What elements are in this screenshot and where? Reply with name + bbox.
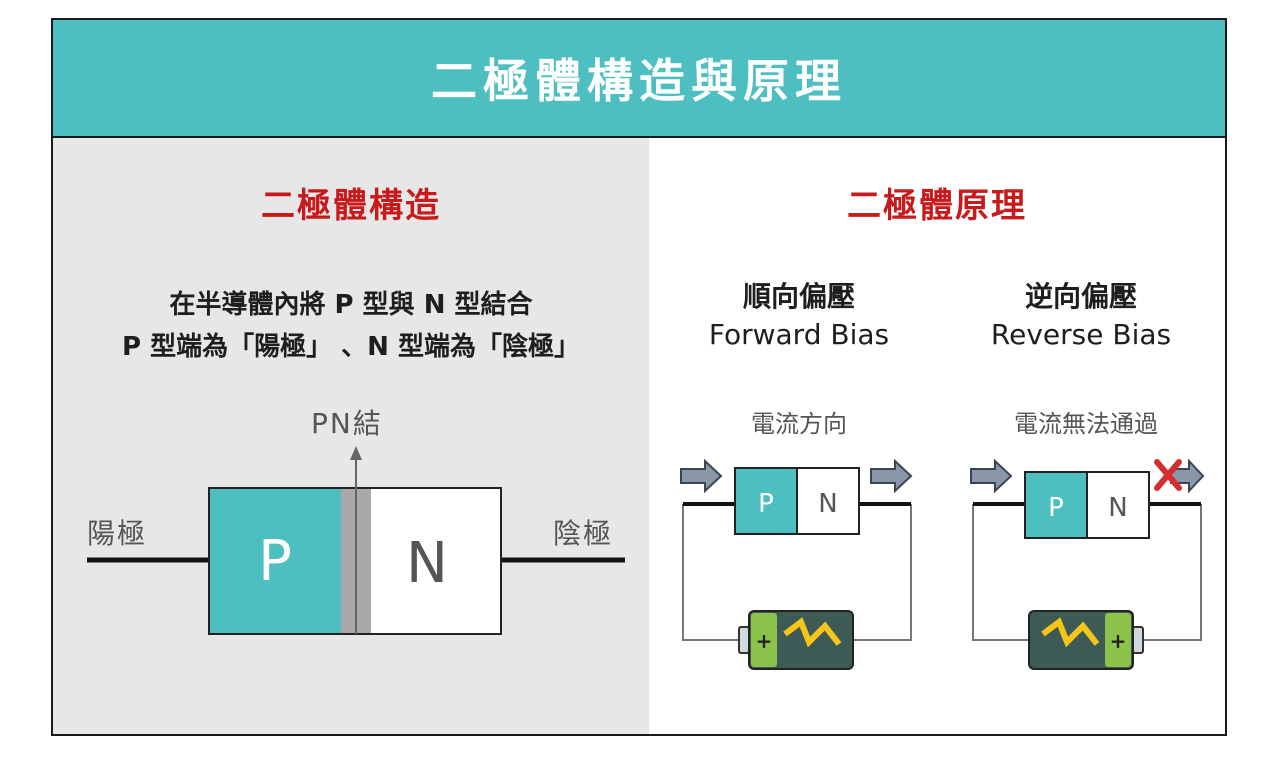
reverse-bias-title-en: Reverse Bias [990,318,1172,351]
reverse-battery-bolt [1041,617,1100,648]
structure-description-line2: P 型端為「陽極」 、N 型端為「陰極」 [122,332,580,362]
forward-battery-bolt [783,617,842,648]
structure-description-line1: 在半導體內將 P 型與 N 型結合 [169,290,533,320]
p-region-label: P [258,529,292,594]
forward-bias-title-zh: 順向偏壓 [742,280,855,313]
forward-p-label: P [758,489,774,519]
forward-wire-left [682,504,749,641]
forward-bias-title: 順向偏壓 Forward Bias [679,278,919,354]
structure-panel: 二極體構造 在半導體內將 P 型與 N 型結合 P 型端為「陽極」 、N 型端為… [53,138,649,734]
reverse-p-label: P [1048,493,1064,523]
principle-panel: 二極體原理 順向偏壓 Forward Bias 電流方向 逆向偏壓 Revers… [649,138,1225,734]
reverse-bias-title-zh: 逆向偏壓 [1024,280,1137,313]
forward-p-region [734,467,798,535]
page-title: 二極體構造與原理 [431,54,847,108]
reverse-current-label: 電流無法通過 [1014,410,1158,438]
reverse-wire-left [972,504,1031,641]
header-banner: 二極體構造與原理 [53,20,1225,138]
forward-arrow-out [870,458,913,494]
reverse-battery-plus: + [1110,629,1127,653]
diagram-frame: 二極體構造與原理 二極體構造 在半導體內將 P 型與 N 型結合 P 型端為「陽… [51,18,1227,736]
junction-pointer-arrow [350,446,362,460]
forward-arrow-in [680,458,723,494]
forward-bias-circuit: P N + [680,458,913,670]
reverse-bias-title: 逆向偏壓 Reverse Bias [961,278,1201,354]
forward-n-region [796,467,860,535]
forward-bias-title-en: Forward Bias [708,318,890,351]
forward-current-label: 電流方向 [751,410,847,438]
n-region [371,488,501,634]
forward-battery: + [738,610,854,670]
forward-wire-right [849,504,912,641]
diode-structure-diagram: P N [87,446,625,635]
reverse-n-label: N [1108,493,1127,523]
reverse-battery: + [1028,610,1144,670]
anode-label: 陽極 [87,517,148,550]
blocked-cross-icon [1154,459,1182,491]
cathode-label: 陰極 [553,517,614,550]
reverse-wire-right [1141,504,1202,641]
structure-title: 二極體構造 [261,186,441,226]
reverse-arrow-in [970,458,1013,494]
pn-junction-label: PN結 [311,407,383,440]
forward-battery-plus: + [756,629,773,653]
reverse-n-region [1086,471,1150,539]
reverse-p-region [1024,471,1088,539]
forward-n-label: N [818,489,837,519]
reverse-bias-circuit: P N + [970,458,1205,670]
p-region [209,488,341,634]
n-region-label: N [406,531,448,596]
principle-title: 二極體原理 [847,186,1027,226]
